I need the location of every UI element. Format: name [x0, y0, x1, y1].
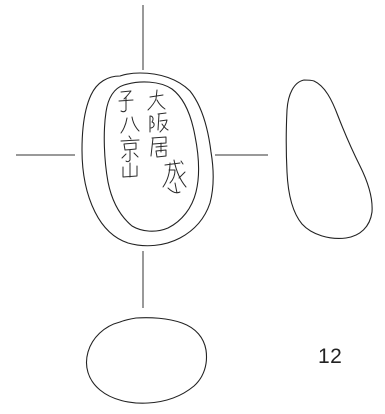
crosshair-guides — [16, 5, 268, 308]
bottom-view-outline — [85, 317, 208, 404]
inscription-line-left — [118, 90, 140, 178]
figure-number: 12 — [318, 345, 343, 368]
front-view-outline — [81, 72, 214, 247]
inscription-line-right — [147, 89, 187, 194]
inscription — [118, 89, 187, 194]
front-view-inner-face — [103, 81, 200, 232]
side-view-outline — [285, 79, 373, 239]
